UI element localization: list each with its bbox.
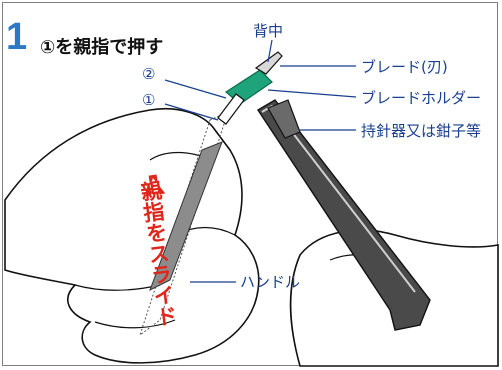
step-number: 1 xyxy=(6,16,28,58)
label-needle-holder: 持針器又は鉗子等 xyxy=(361,122,482,140)
scalpel-blade xyxy=(254,51,283,75)
label-blade-holder: ブレードホルダー xyxy=(361,89,482,107)
step-instruction: ①を親指で押す xyxy=(40,37,164,58)
marker-one: ① xyxy=(142,91,156,109)
label-handle: ハンドル xyxy=(240,273,301,291)
label-back: 背中 xyxy=(253,22,284,40)
label-blade: ブレード(刃) xyxy=(361,58,448,76)
slide-arrow xyxy=(145,174,166,197)
marker-two: ② xyxy=(142,65,156,83)
panel-border xyxy=(2,2,498,366)
needle-holder xyxy=(257,99,431,331)
